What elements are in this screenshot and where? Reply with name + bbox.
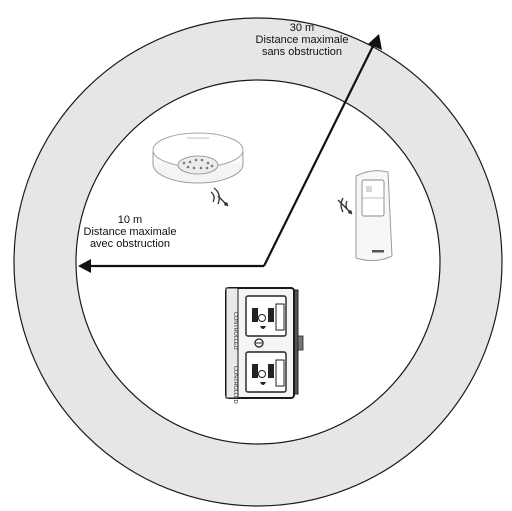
- wireless-signal-icon: [337, 197, 353, 215]
- inner-range-label: 10 m Distance maximale avec obstruction: [60, 214, 200, 250]
- receptacle-marking-top: CONTROLLED: [232, 312, 238, 350]
- controlled-receptacle-icon: CONTROLLED CONTROLLED: [225, 287, 304, 404]
- outer-range-line1: Distance maximale: [255, 34, 349, 46]
- outer-range-arrow-line: [263, 41, 376, 267]
- inner-arrow-head: [78, 259, 91, 273]
- outer-range-label: 30 m Distance maximale sans obstruction: [232, 22, 372, 58]
- range-arrows: [86, 41, 376, 268]
- inner-range-distance: 10 m: [117, 214, 143, 226]
- outer-range-distance: 30 m: [289, 22, 315, 34]
- wireless-signal-icon: [210, 187, 229, 207]
- inner-range-line1: Distance maximale: [83, 226, 177, 238]
- ceiling-occupancy-sensor-icon: [152, 132, 244, 184]
- outer-range-line2: sans obstruction: [261, 46, 343, 58]
- receptacle-marking-bottom: CONTROLLED: [232, 366, 238, 404]
- inner-range-line2: avec obstruction: [89, 238, 171, 250]
- wireless-remote-icon: [355, 170, 393, 262]
- outer-arrow-head: [368, 34, 382, 50]
